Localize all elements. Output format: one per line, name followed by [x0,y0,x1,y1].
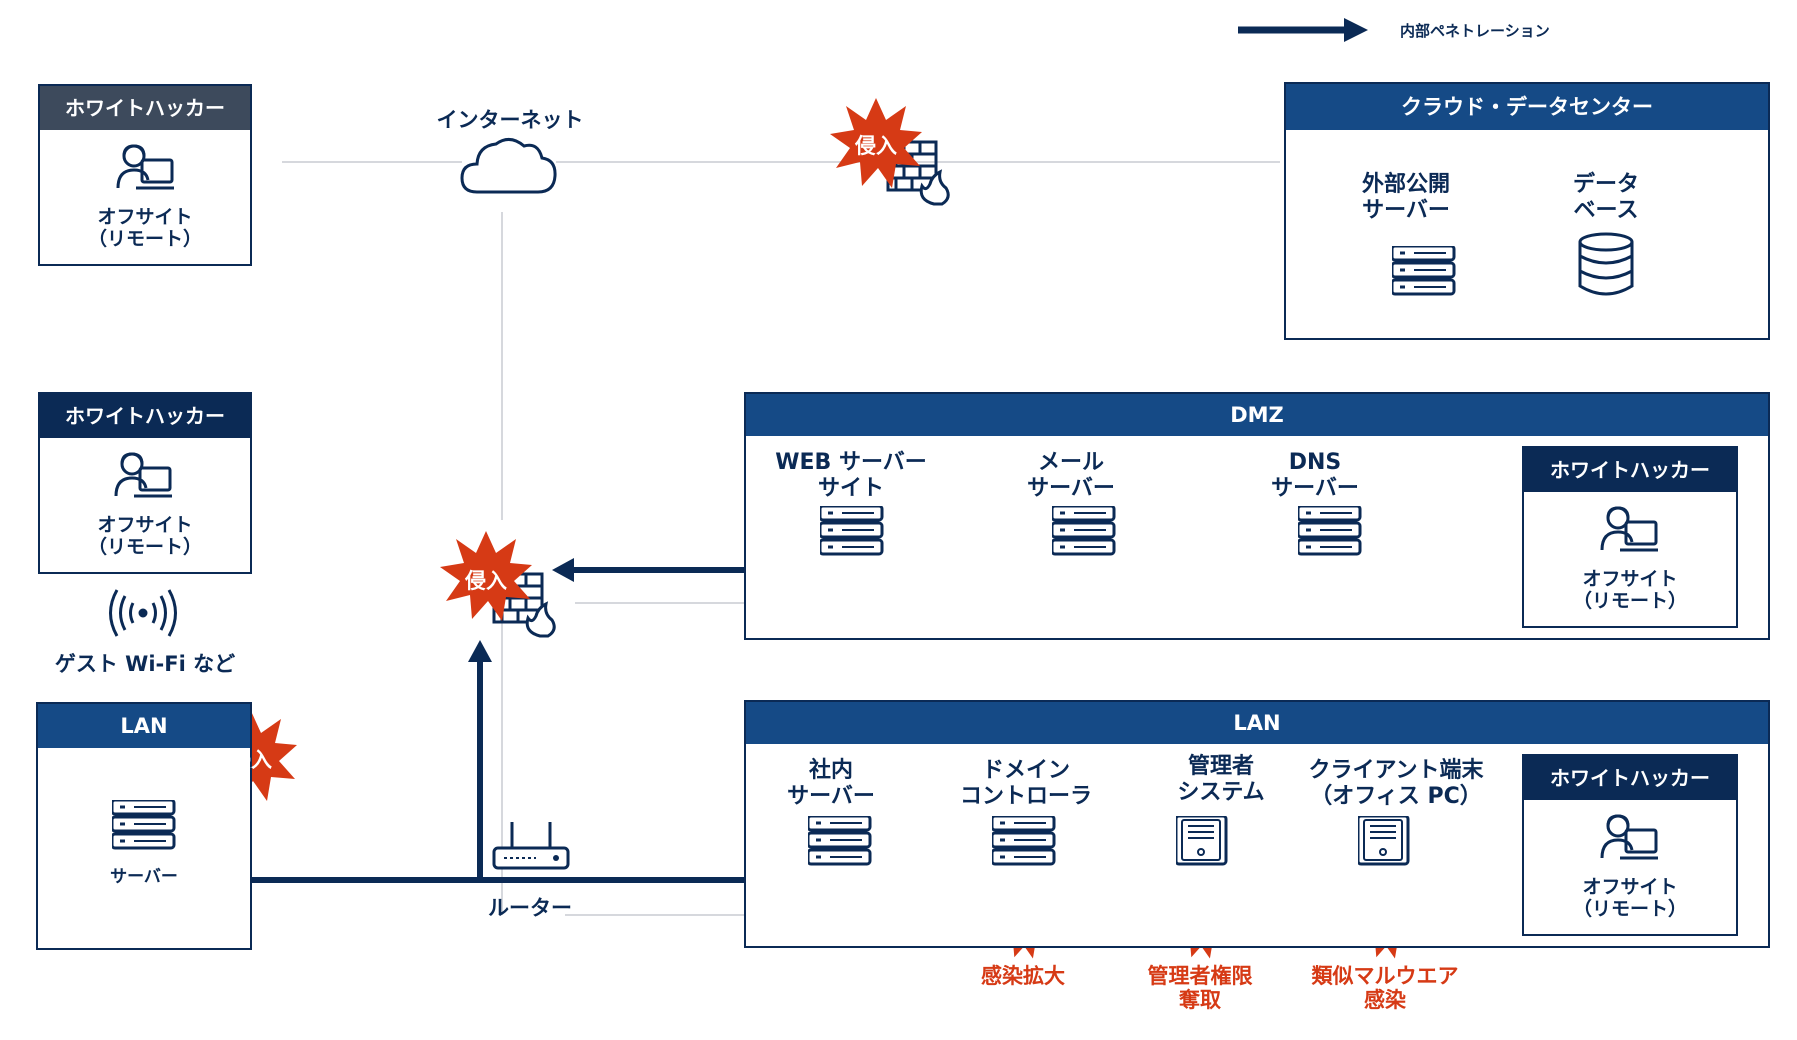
hacker-caption: オフサイト（リモート） [87,514,202,558]
web-server-label: WEB サーバーサイト [775,450,927,501]
hacker-panel-title: ホワイトハッカー [1524,756,1736,800]
cloud-icon [460,138,557,194]
hacker-panel-title: ホワイトハッカー [1524,448,1736,492]
pc-tower-icon [1358,816,1410,866]
server-icon [1392,246,1456,296]
hacker-icon [1600,814,1660,860]
hacker-icon [1600,506,1660,552]
lan-right-title: LAN [746,702,1768,744]
hacker-panel-top: ホワイトハッカー オフサイト（リモート） [38,84,252,266]
server-icon [992,816,1056,866]
server-icon [112,800,176,850]
guest-wifi-label: ゲスト Wi-Fi など [54,652,236,676]
pc-tower-icon [1176,816,1228,866]
hacker-panel-title: ホワイトハッカー [40,394,250,438]
database-icon [1578,232,1634,296]
impact-spread-label: 感染拡大 [981,964,1065,988]
impact-privilege-label: 管理者権限奪取 [1147,964,1253,1012]
lan-left-panel: LAN サーバー [36,702,252,950]
server-icon [1298,506,1362,556]
hacker-panel-mid: ホワイトハッカー オフサイト（リモート） [38,392,252,574]
admin-system-label: 管理者システム [1177,754,1265,805]
legend-label: 内部ペネトレーション [1400,22,1550,40]
server-icon [808,816,872,866]
hacker-panel-title: ホワイトハッカー [40,86,250,130]
hacker-panel-dmz: ホワイトハッカー オフサイト（リモート） [1522,446,1738,628]
hacker-caption: オフサイト（リモート） [87,206,202,250]
client-terminal-label: クライアント端末（オフィス PC） [1308,758,1484,809]
hacker-caption: オフサイト（リモート） [1572,568,1687,612]
lan-left-server-label: サーバー [110,867,178,887]
intrusion-label: 侵入 [230,748,272,772]
domain-controller-label: ドメインコントローラ [959,758,1092,809]
intrusion-label: 侵入 [465,569,507,593]
router-icon [492,822,570,870]
dmz-title: DMZ [746,394,1768,436]
database-label: データベース [1572,172,1639,223]
lan-left-title: LAN [38,704,250,748]
server-icon [820,506,884,556]
mail-server-label: メールサーバー [1027,450,1115,501]
cloud-datacenter-panel: クラウド・データセンター 外部公開サーバー データベース [1284,82,1770,340]
hacker-icon [114,452,174,498]
impact-malware-label: 類似マルウエア感染 [1311,964,1459,1012]
legend-arrow-icon [1238,18,1368,42]
server-icon [1052,506,1116,556]
cloud-datacenter-title: クラウド・データセンター [1286,84,1768,130]
lan-right-panel: LAN 社内サーバー ドメインコントローラ 管理者システム クライアント端末（オ… [744,700,1770,948]
hacker-icon [116,144,176,190]
router-label: ルーター [488,896,572,920]
internet-label: インターネット [436,108,584,132]
internal-server-label: 社内サーバー [787,758,875,809]
hacker-caption: オフサイト（リモート） [1572,876,1687,920]
public-server-label: 外部公開サーバー [1361,172,1450,223]
hacker-panel-lan: ホワイトハッカー オフサイト（リモート） [1522,754,1738,936]
intrusion-label: 侵入 [855,134,897,158]
wifi-icon [109,589,177,637]
